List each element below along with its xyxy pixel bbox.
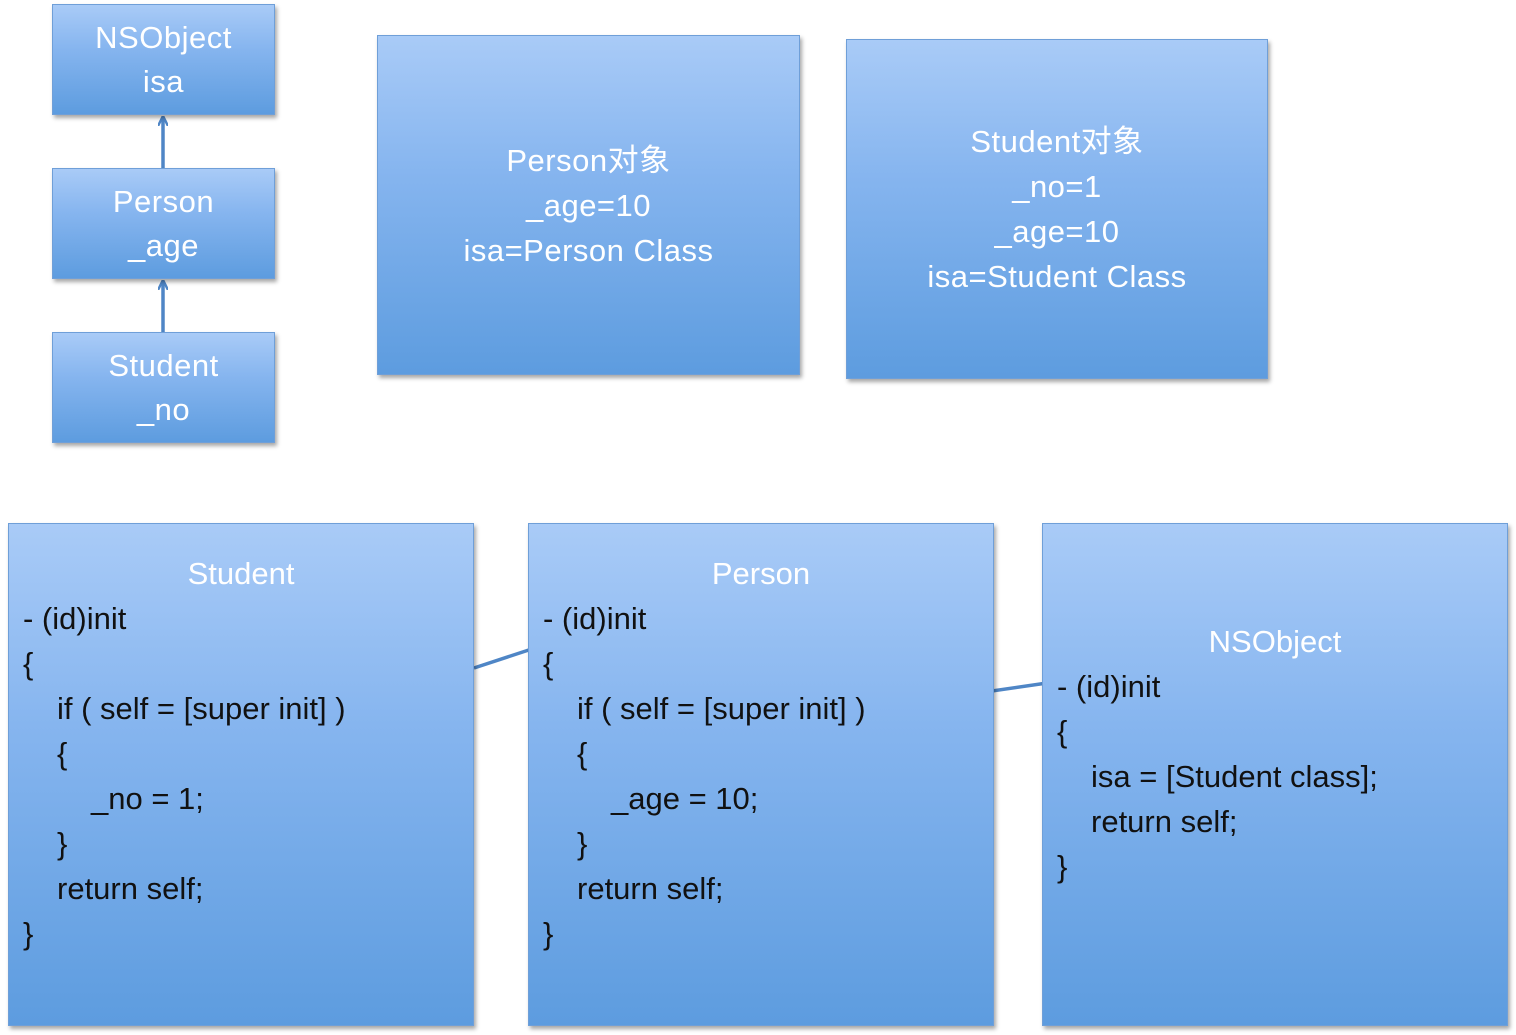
- code-line: - (id)init: [1057, 669, 1161, 704]
- class-field: isa: [142, 63, 185, 99]
- class-name: NSObject: [95, 19, 232, 55]
- code-line: - (id)init: [543, 601, 647, 636]
- code-line: {: [23, 646, 34, 681]
- code-line: _no = 1;: [91, 781, 204, 816]
- class-box-nsobject: NSObject isa: [52, 4, 275, 115]
- code-line: {: [577, 736, 588, 771]
- object-field: isa=Person Class: [463, 232, 714, 268]
- class-box-student: Student _no: [52, 332, 275, 443]
- class-name: Student: [108, 347, 219, 383]
- code-line: {: [57, 736, 68, 771]
- code-title: Person: [711, 556, 811, 591]
- code-line: {: [1057, 714, 1068, 749]
- code-box-person: Person - (id)init { if ( self = [super i…: [528, 523, 994, 1026]
- person-object-box: Person对象 _age=10 isa=Person Class: [377, 35, 800, 375]
- code-line: return self;: [577, 871, 724, 906]
- code-title: NSObject: [1208, 624, 1342, 659]
- object-field: isa=Student Class: [927, 259, 1187, 294]
- code-line: if ( self = [super init] ): [57, 691, 346, 726]
- code-line: }: [577, 826, 588, 861]
- code-line: if ( self = [super init] ): [577, 691, 866, 726]
- code-box-student: Student - (id)init { if ( self = [super …: [8, 523, 474, 1026]
- object-title: Student对象: [970, 124, 1144, 159]
- code-line: isa = [Student class];: [1091, 759, 1378, 794]
- object-field: _age=10: [994, 214, 1120, 249]
- class-field: _age: [128, 227, 199, 263]
- student-object-box: Student对象 _no=1 _age=10 isa=Student Clas…: [846, 39, 1268, 379]
- object-title: Person对象: [506, 142, 671, 178]
- code-line: }: [543, 916, 554, 951]
- code-title: Student: [187, 556, 295, 591]
- class-box-person: Person _age: [52, 168, 275, 279]
- code-line: return self;: [57, 871, 204, 906]
- code-line: - (id)init: [23, 601, 127, 636]
- object-field: _age=10: [525, 187, 652, 223]
- class-field: _no: [136, 391, 191, 427]
- code-line: }: [1057, 849, 1068, 884]
- code-box-nsobject: NSObject - (id)init { isa = [Student cla…: [1042, 523, 1508, 1026]
- code-line: {: [543, 646, 554, 681]
- code-line: }: [23, 916, 34, 951]
- code-line: return self;: [1091, 804, 1238, 839]
- code-line: _age = 10;: [611, 781, 759, 816]
- object-field: _no=1: [1012, 169, 1102, 204]
- code-line: }: [57, 826, 68, 861]
- class-name: Person: [112, 183, 215, 219]
